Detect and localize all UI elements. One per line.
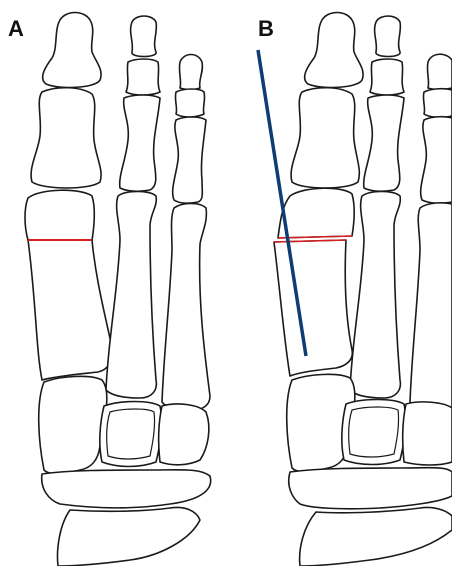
- panel-b-second-toe-proximal-phalanx: [364, 95, 404, 191]
- panel-a-second-toe-proximal-phalanx: [120, 95, 160, 191]
- panel-b-second-toe-middle-phalanx: [370, 59, 404, 95]
- panel-a-talus: [58, 508, 201, 566]
- panel-a-label: A: [8, 16, 24, 41]
- panel-b-second-metatarsal: [350, 192, 400, 399]
- panel-b-hallux-distal-phalanx: [305, 13, 363, 88]
- panel-b-third-toe-middle-phalanx: [423, 89, 452, 118]
- panel-b-third-metatarsal: [410, 203, 452, 410]
- panel-a-first-metatarsal-shaft: [28, 240, 112, 380]
- panel-a-first-metatarsal-head: [25, 190, 94, 240]
- panel-a-third-metatarsal: [162, 204, 210, 411]
- panel-a-third-toe-proximal-phalanx: [173, 117, 206, 203]
- panel-b-navicular: [289, 468, 452, 509]
- panel-a-second-toe-middle-phalanx: [126, 59, 160, 95]
- panel-a-navicular: [42, 470, 211, 508]
- panel-a: A: [8, 13, 211, 566]
- panel-b: B: [258, 13, 452, 566]
- panel-a-hallux-proximal-phalanx: [31, 88, 101, 188]
- panel-b-lateral-cuneiform: [403, 402, 452, 465]
- panel-b-hallux-proximal-phalanx: [291, 88, 359, 188]
- panel-b-label: B: [258, 16, 274, 41]
- panel-a-lateral-cuneiform: [159, 404, 209, 465]
- panel-a-second-toe-distal-phalanx: [131, 16, 157, 57]
- panel-b-third-toe-proximal-phalanx: [421, 117, 452, 204]
- panel-a-medial-cuneiform: [39, 376, 107, 473]
- panel-b-second-toe-distal-phalanx: [375, 16, 401, 57]
- panel-a-third-toe-middle-phalanx: [175, 89, 204, 117]
- panel-b-first-metatarsal-head: [278, 188, 354, 238]
- panel-b-third-toe-distal-phalanx: [427, 54, 452, 89]
- panel-a-second-metatarsal: [106, 192, 156, 399]
- panel-a-hallux-distal-phalanx: [43, 13, 101, 88]
- panel-b-first-metatarsal-shaft: [274, 240, 352, 376]
- panel-a-third-toe-distal-phalanx: [179, 55, 202, 90]
- panel-b-talus: [300, 507, 452, 566]
